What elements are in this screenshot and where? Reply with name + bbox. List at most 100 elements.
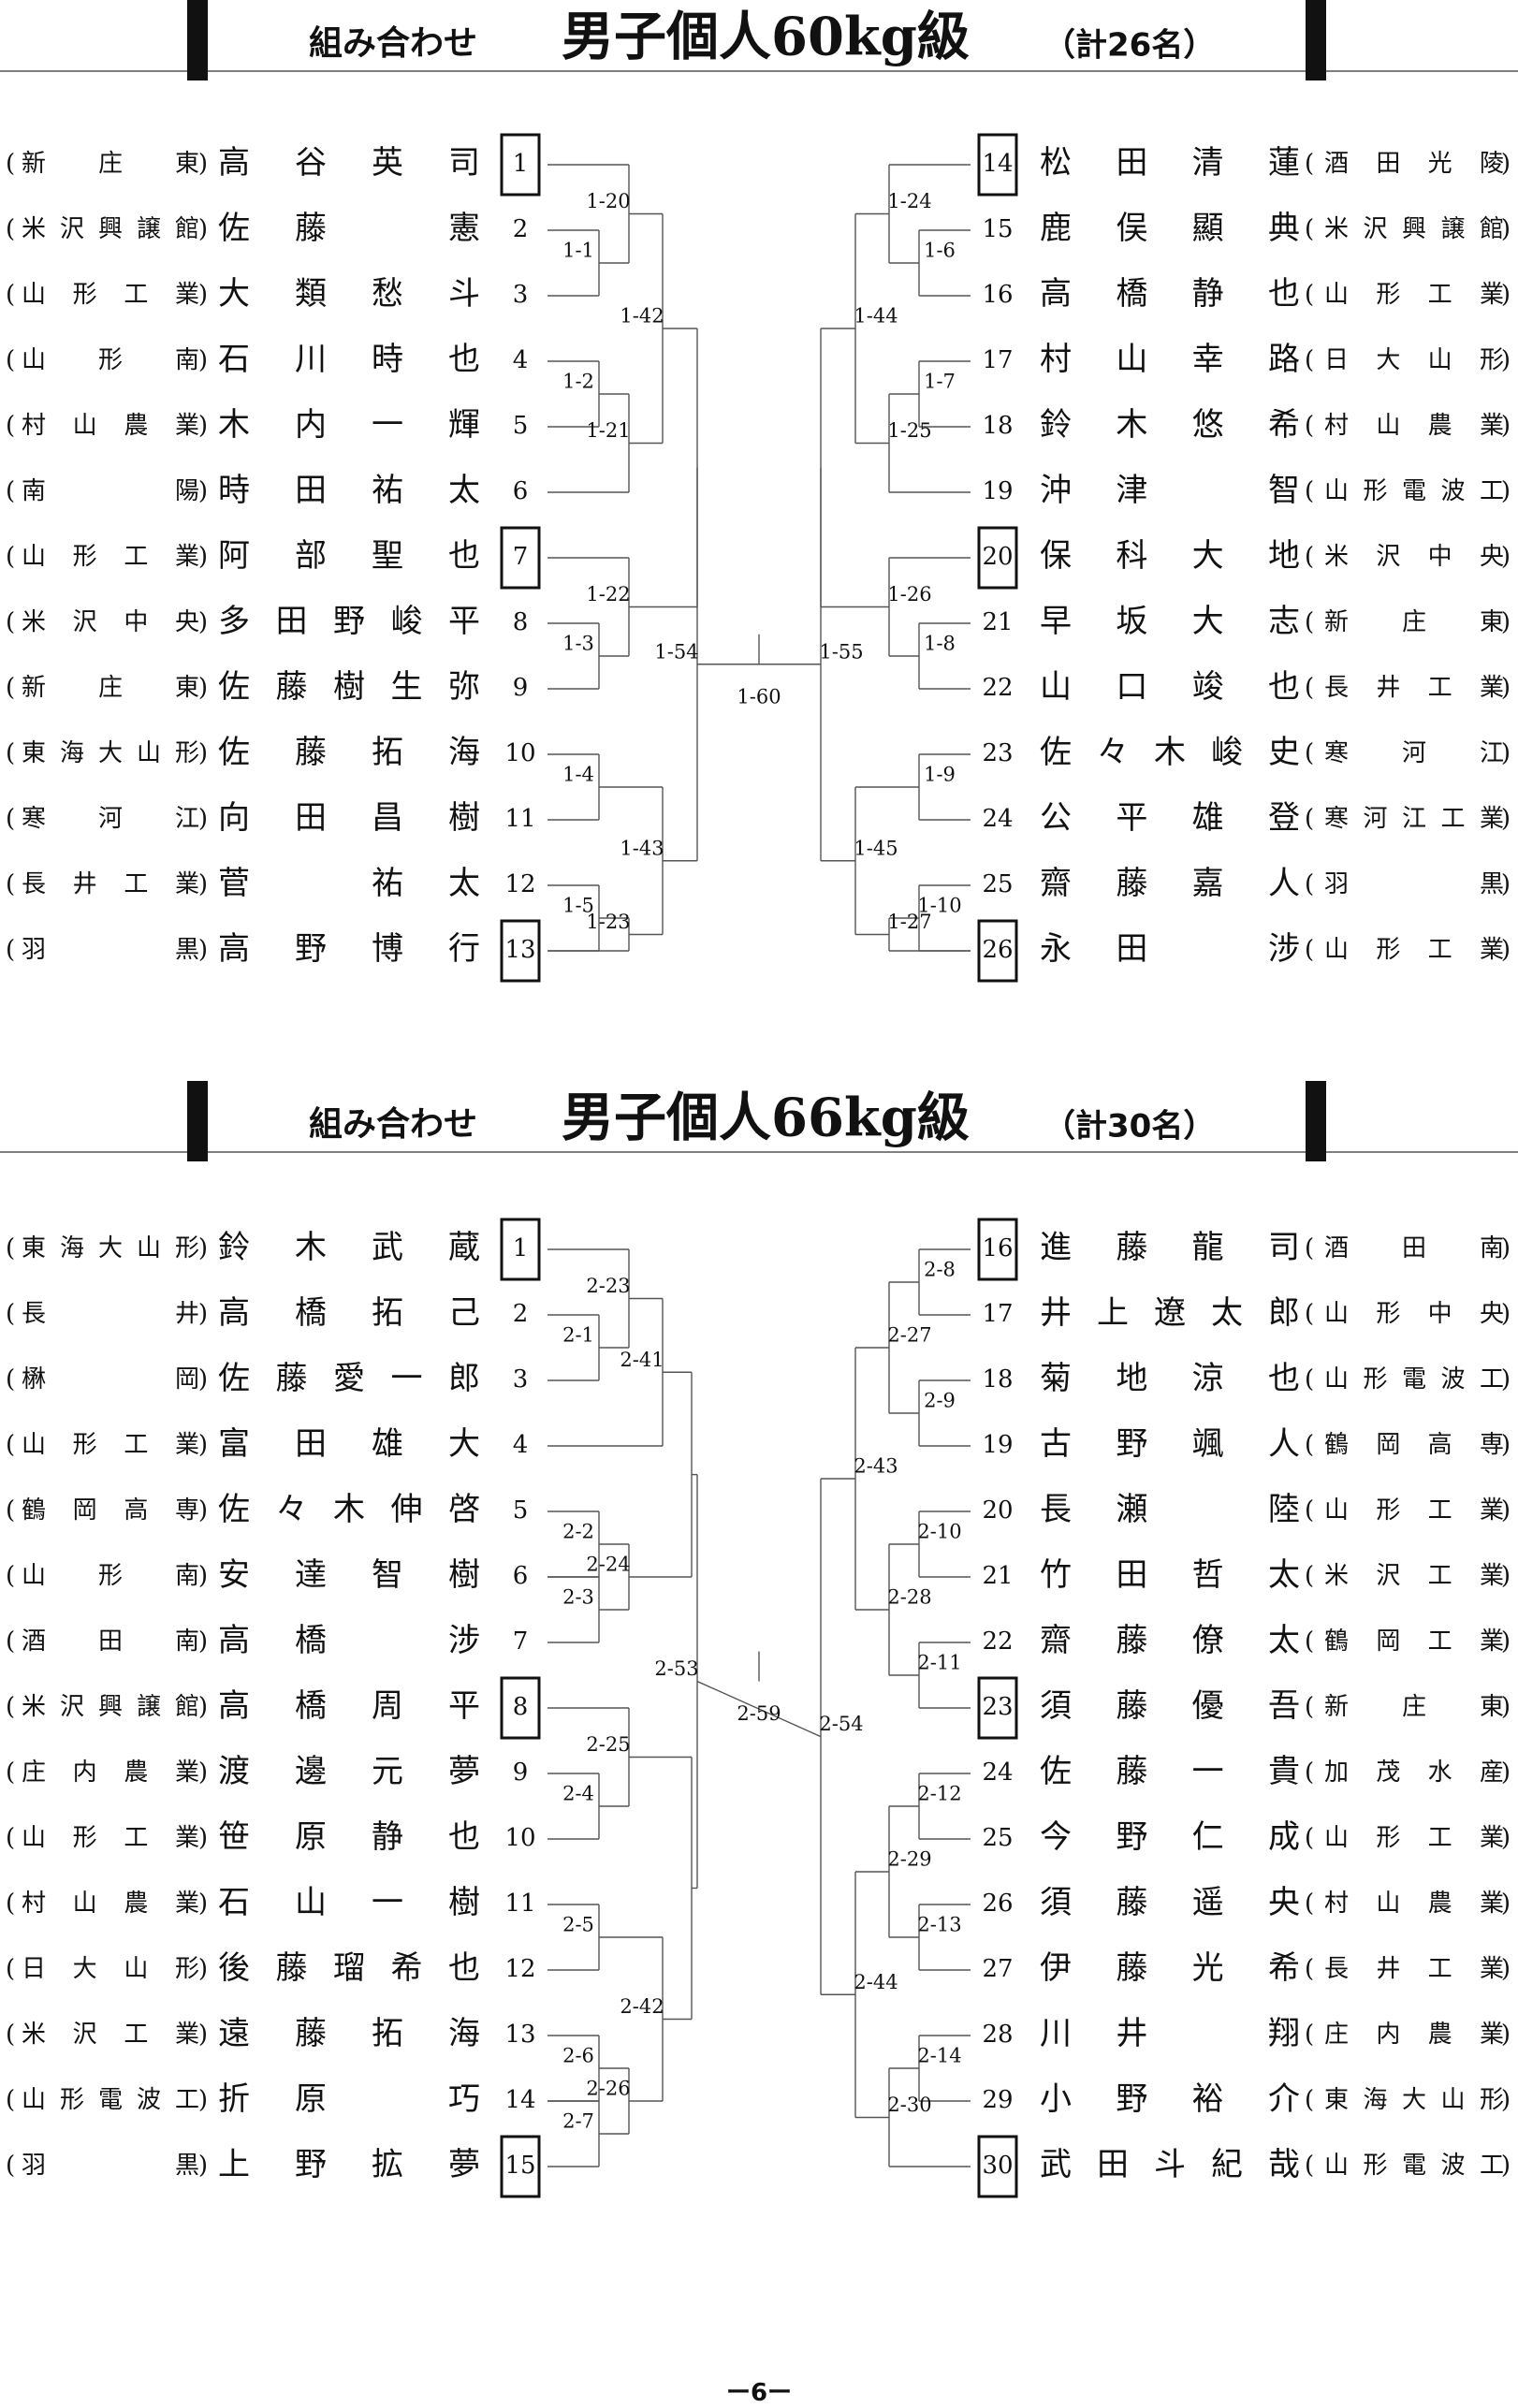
player-name-char: 邊 (295, 1753, 327, 1790)
entry-number: 1 (513, 1234, 529, 1262)
player-name-char: 己 (448, 1294, 480, 1332)
club-paren-open: ( (6, 543, 15, 571)
player-name-char: 一 (372, 1884, 403, 1921)
player-name-char: 野 (1116, 2080, 1147, 2118)
club-paren-open: ( (1305, 1300, 1314, 1328)
club-char: 農 (124, 412, 148, 440)
club-paren-close: ) (1501, 1562, 1511, 1590)
player-name-char: 静 (1192, 275, 1224, 313)
player-name-char: 也 (448, 341, 480, 378)
player-name-char: 山 (1116, 341, 1147, 378)
player-name-char: 佐 (218, 210, 250, 247)
bout-label: 1-42 (620, 305, 664, 328)
club-char: 業 (1480, 1890, 1504, 1918)
club-char: 長 (1324, 1955, 1349, 1983)
entry-number: 3 (513, 1365, 529, 1394)
club-char: 工 (124, 281, 148, 309)
club-paren-open: ( (6, 674, 15, 702)
club-char: 南 (22, 477, 46, 505)
club-char: 沢 (60, 215, 84, 243)
player-name-char: 藤 (1116, 1949, 1147, 1987)
player-name-char: 坂 (1116, 603, 1147, 640)
bout-label: 2-24 (586, 1554, 630, 1576)
club-paren-close: ) (1501, 1234, 1511, 1262)
club-char: 田 (1376, 150, 1400, 178)
entry-number: 13 (504, 2021, 535, 2049)
club-paren-close: ) (1501, 1890, 1511, 1918)
player-name-char: 藤 (1116, 865, 1147, 902)
player-name-char: 也 (448, 1949, 480, 1987)
player-name-char: 海 (448, 2015, 480, 2052)
club-char: 業 (175, 1890, 199, 1918)
seed-box (500, 1676, 541, 1740)
club-paren-close: ) (1501, 281, 1511, 309)
player-name-char: 颯 (1192, 1425, 1224, 1463)
club-paren-open: ( (1305, 2086, 1314, 2114)
player-name-char: 折 (218, 2080, 250, 2118)
club-char: 形 (1376, 936, 1400, 964)
club-char: 山 (1324, 1300, 1349, 1328)
player-name-char: 路 (1268, 341, 1300, 378)
player-name-char: 佐 (218, 1360, 250, 1397)
club-paren-open: ( (1305, 543, 1314, 571)
player-name-char: 佐 (1040, 1753, 1072, 1790)
player-name-char: 仁 (1192, 1818, 1224, 1856)
club-char: 庄 (98, 674, 123, 702)
bout-label: 1-7 (924, 371, 956, 393)
entry-number: 14 (504, 2086, 535, 2114)
player-name-char: 太 (448, 472, 480, 509)
club-char: 井 (1376, 674, 1400, 702)
player-name-char: 藤 (295, 734, 327, 771)
bout-label: 1-8 (924, 633, 956, 655)
club-paren-close: ) (1501, 1300, 1511, 1328)
player-name-char: 古 (1040, 1425, 1072, 1463)
club-paren-close: ) (1501, 346, 1511, 374)
club-paren-open: ( (6, 608, 15, 636)
bout-label: 1-5 (562, 895, 594, 917)
club-char: 業 (1480, 805, 1504, 833)
entry-number: 23 (982, 739, 1013, 767)
player-name-char: 悠 (1192, 406, 1224, 444)
seed-box (500, 133, 541, 197)
club-char: 央 (1480, 1300, 1504, 1328)
club-char: 業 (1480, 281, 1504, 309)
club-char: 茂 (1376, 1759, 1400, 1787)
entry-number: 28 (982, 2021, 1013, 2049)
entry-number: 17 (982, 346, 1013, 374)
bout-label: 1-9 (924, 764, 956, 786)
club-char: 陵 (1480, 150, 1504, 178)
club-paren-open: ( (1305, 1431, 1314, 1459)
player-name-char: 渡 (218, 1753, 250, 1790)
club-paren-open: ( (1305, 346, 1314, 374)
club-char: 寒 (1324, 739, 1349, 767)
player-name-char: 原 (295, 2080, 327, 2118)
club-char: 水 (1428, 1759, 1452, 1787)
entry-number: 18 (982, 412, 1013, 440)
club-char: 工 (1428, 1627, 1452, 1656)
player-name-char: 峻 (1211, 734, 1243, 771)
player-name-char: 田 (1116, 930, 1147, 968)
player-name-char: 田 (295, 472, 327, 509)
club-paren-open: ( (6, 346, 15, 374)
club-char: 工 (1428, 1562, 1452, 1590)
club-paren-close: ) (198, 2152, 208, 2180)
player-name-char: 夢 (448, 1753, 480, 1790)
club-paren-close: ) (198, 412, 208, 440)
club-char: 山 (73, 1890, 97, 1918)
bout-label: 2-1 (562, 1324, 594, 1347)
player-name-char: 太 (448, 865, 480, 902)
title-count: （計30名） (1044, 1108, 1215, 1146)
club-paren-close: ) (198, 2086, 208, 2114)
club-char: 山 (1324, 477, 1349, 505)
bout-label: 1-2 (562, 371, 594, 393)
bout-label: 2-23 (586, 1275, 630, 1297)
bout-label: 2-10 (917, 1521, 961, 1543)
player-name-char: 人 (1268, 865, 1300, 902)
club-paren-open: ( (6, 215, 15, 243)
club-char: 業 (1480, 412, 1504, 440)
bout-label: 1-45 (854, 837, 898, 859)
club-char: 山 (22, 346, 46, 374)
player-name-char: 蓮 (1268, 144, 1300, 182)
club-paren-close: ) (1501, 150, 1511, 178)
bout-label: 2-5 (562, 1914, 594, 1936)
